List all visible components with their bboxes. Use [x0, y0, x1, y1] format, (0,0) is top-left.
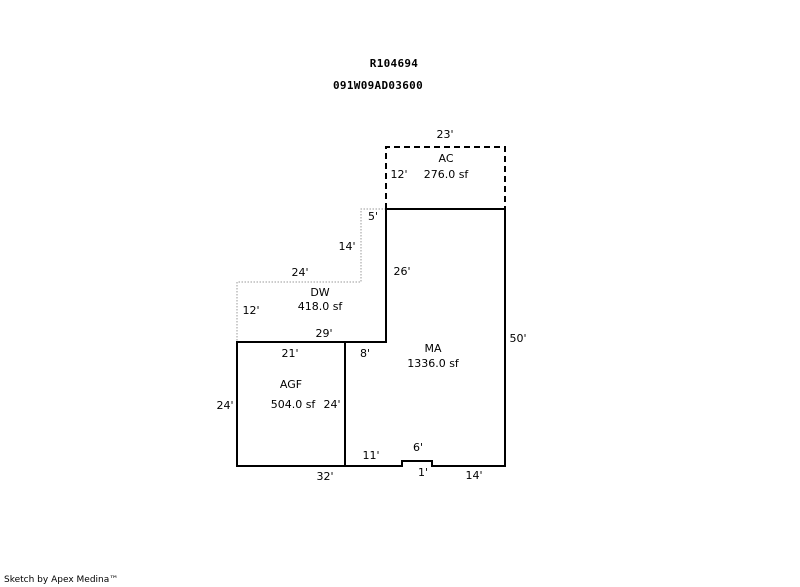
ma-code: MA	[424, 342, 441, 355]
dim-agf-top: 21'	[281, 347, 298, 360]
dim-ac-top: 23'	[436, 128, 453, 141]
map-number: 091W09AD03600	[333, 79, 423, 92]
parcel-id: R104694	[369, 57, 419, 70]
footer-credit: Sketch by Apex Medina™	[4, 575, 119, 585]
dw-area: 418.0 sf	[298, 300, 344, 313]
dim-ma-left-lower: 8'	[360, 347, 370, 360]
dim-agf-bottom: 32'	[316, 470, 333, 483]
agf-outline	[236, 341, 346, 467]
dim-notch-depth: 1'	[418, 466, 428, 479]
ac-code: AC	[438, 152, 453, 165]
ma-outline	[344, 208, 506, 467]
ac-area: 276.0 sf	[424, 168, 470, 181]
dim-dw-left: 12'	[242, 304, 259, 317]
dim-notch-top: 6'	[413, 441, 423, 454]
agf-code: AGF	[280, 378, 302, 391]
dim-dw-bottom: 29'	[315, 327, 332, 340]
ma-area: 1336.0 sf	[407, 357, 460, 370]
dim-ma-right: 50'	[509, 332, 526, 345]
dim-ma-bottom-left: 11'	[362, 449, 379, 462]
dim-ma-bottom-right: 14'	[465, 469, 482, 482]
dw-code: DW	[310, 286, 329, 299]
dim-dw-top: 24'	[291, 266, 308, 279]
dim-dw-upper-side: 14'	[338, 240, 355, 253]
dim-ma-left-upper: 26'	[393, 265, 410, 278]
dim-agf-right: 24'	[323, 398, 340, 411]
dw-outline	[236, 208, 386, 342]
agf-area: 504.0 sf	[271, 398, 317, 411]
dim-agf-left: 24'	[216, 399, 233, 412]
dim-ac-left: 12'	[390, 168, 407, 181]
dim-dw-step: 5'	[368, 210, 378, 223]
ac-outline	[385, 146, 506, 209]
